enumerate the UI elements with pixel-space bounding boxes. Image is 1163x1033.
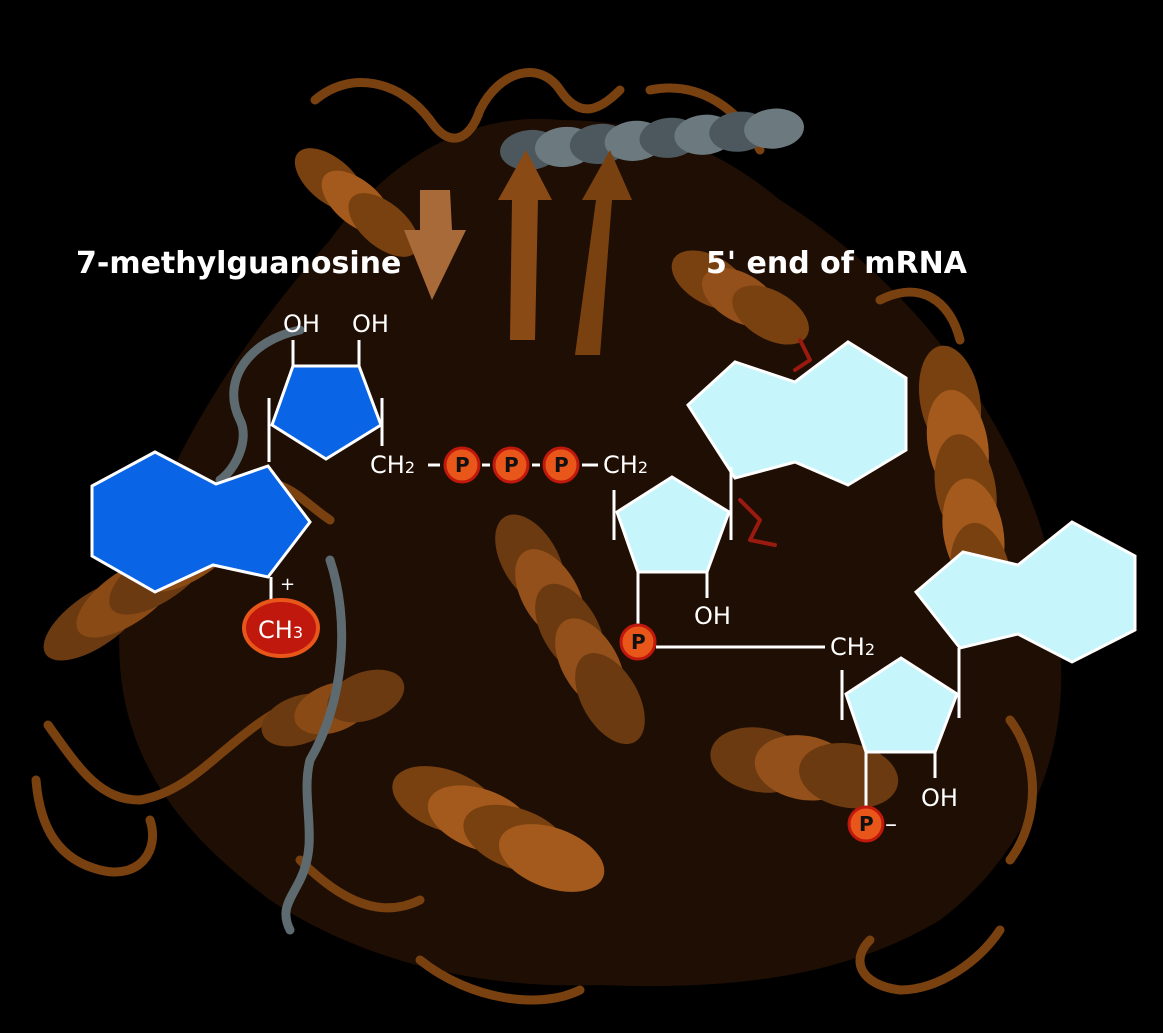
phosphate-3 — [542, 446, 580, 484]
methyl-group — [242, 598, 320, 658]
cap-oh-left: OH — [283, 310, 320, 338]
protein-helices — [43, 148, 1013, 892]
minus-charge: – — [885, 810, 897, 838]
mrna-base-2 — [913, 520, 1137, 664]
plus-charge: + — [280, 574, 295, 595]
phosphate-4 — [619, 623, 657, 661]
cap-title: 7-methylguanosine — [76, 246, 401, 281]
ch2-left: CH2 — [370, 451, 415, 479]
cap-group: CH3 + OH OH — [90, 310, 389, 658]
mrna-nucleotide-1: OH P CH2 — [612, 340, 908, 661]
mrna-title: 5' end of mRNA — [706, 246, 968, 281]
phosphate-3-label: P — [554, 453, 569, 477]
cap-ribose — [270, 364, 383, 461]
phosphate-4-label: P — [631, 630, 646, 654]
phosphate-1-label: P — [455, 453, 470, 477]
cap-guanine-base — [90, 450, 312, 594]
phosphate-5 — [847, 805, 885, 843]
protein-structure — [31, 68, 1062, 1005]
beta-strands — [404, 150, 632, 355]
ligand-hint — [738, 338, 812, 547]
grey-helices — [215, 108, 805, 935]
methyl-label: CH3 — [258, 616, 303, 644]
mrna-base-1 — [686, 340, 908, 487]
mrna-ribose-1 — [615, 475, 731, 574]
mrna-oh-1: OH — [694, 602, 731, 630]
mrna-ribose-2 — [844, 656, 959, 754]
cap-oh-right: OH — [352, 310, 389, 338]
mrna-oh-2: OH — [921, 784, 958, 812]
phosphate-2 — [492, 446, 530, 484]
phosphate-2-label: P — [504, 453, 519, 477]
ch2-right: CH2 — [603, 451, 648, 479]
ch2-lower: CH2 — [830, 633, 875, 661]
phosphate-5-label: P — [859, 812, 874, 836]
phosphate-1 — [443, 446, 481, 484]
triphosphate-bridge: CH2 P P P CH2 — [370, 446, 648, 484]
mrna-nucleotide-2: OH P – — [840, 520, 1137, 843]
